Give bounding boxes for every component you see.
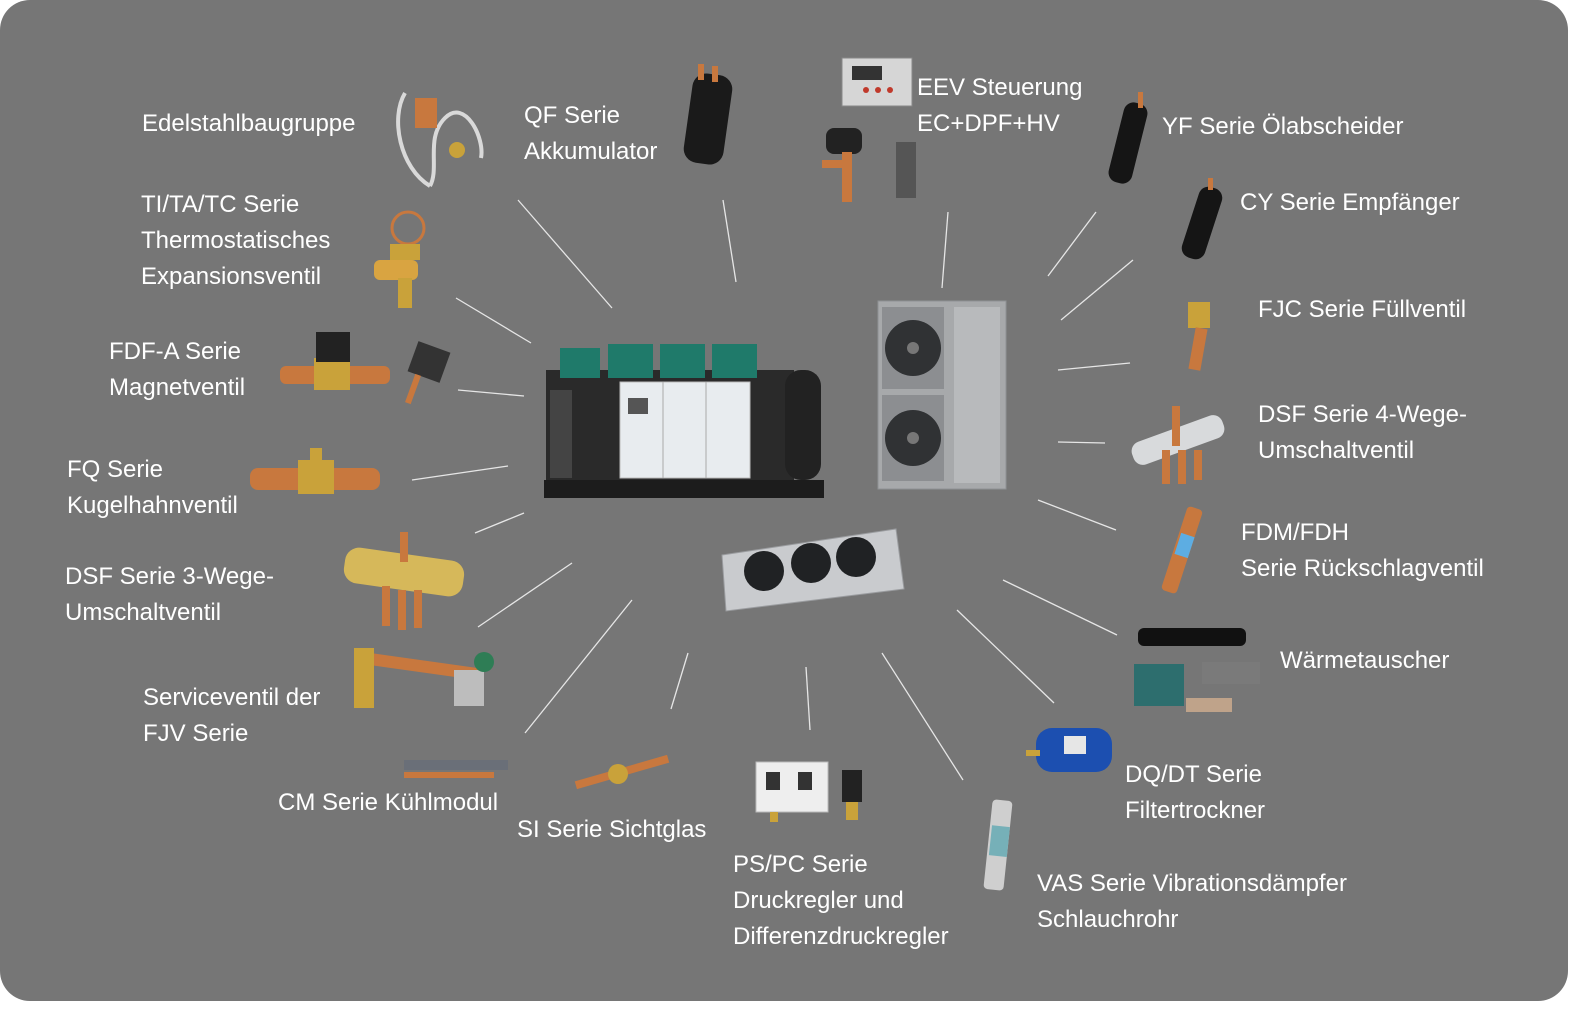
compressor-rack-unit — [544, 344, 824, 498]
label-cy: CY Serie Empfänger — [1240, 189, 1460, 216]
connector-waerme — [1002, 579, 1118, 636]
service-valve-icon — [354, 648, 494, 708]
cooling-module-icon — [404, 760, 508, 778]
evaporator-unit — [721, 528, 905, 612]
vibration-absorber-icon — [983, 799, 1013, 891]
connector-cm — [524, 599, 633, 734]
label-si: SI Serie Sichtglas — [517, 816, 707, 843]
four-way-valve-icon — [1131, 406, 1225, 484]
heat-exchanger-icon — [1134, 628, 1260, 712]
eev-controller-icon — [822, 57, 916, 202]
connector-edelstahl — [517, 199, 613, 309]
solenoid-valve-icon — [280, 332, 451, 405]
connector-cy — [1060, 259, 1134, 321]
ball-valve-icon — [250, 448, 380, 494]
connector-fjc — [1057, 362, 1131, 371]
oil-separator-icon — [1108, 92, 1148, 184]
sight-glass-icon — [574, 754, 670, 790]
connector-eev — [941, 211, 949, 289]
connector-vas — [881, 652, 964, 781]
receiver-icon — [1181, 178, 1223, 260]
stainless-assembly-icon — [396, 91, 484, 188]
connector-ti — [455, 297, 532, 344]
charging-valve-icon — [1188, 302, 1210, 371]
label-edelstahl: Edelstahlbaugruppe — [142, 110, 356, 137]
label-dsf4: DSF Serie 4-Wege-Umschaltventil — [1258, 401, 1467, 464]
label-waerme: Wärmetauscher — [1280, 647, 1450, 674]
pressure-control-icon — [755, 761, 862, 822]
connector-dq — [956, 609, 1055, 704]
connector-fdm — [1037, 499, 1117, 531]
expansion-valve-icon — [374, 210, 426, 308]
connector-dsf4 — [1057, 441, 1106, 444]
connector-fq — [411, 465, 509, 481]
three-way-valve-icon — [343, 532, 465, 630]
outdoor-condensing-unit — [877, 300, 1007, 490]
connector-fdfa — [457, 389, 525, 397]
label-yf: YF Serie Ölabscheider — [1162, 113, 1404, 140]
connector-yf — [1047, 211, 1097, 277]
connector-fjv — [477, 562, 573, 628]
connector-si — [670, 652, 689, 710]
accumulator-icon — [683, 64, 733, 165]
connector-dsf3 — [474, 512, 525, 534]
label-cm: CM Serie Kühlmodul — [278, 789, 499, 816]
connector-qf — [722, 199, 737, 283]
connector-ps — [805, 666, 811, 731]
label-fjc: FJC Serie Füllventil — [1258, 296, 1467, 323]
filter-drier-icon — [1026, 728, 1112, 772]
label-dsf3: DSF Serie 3-Wege-Umschaltventil — [65, 563, 274, 626]
check-valve-icon — [1161, 506, 1203, 594]
